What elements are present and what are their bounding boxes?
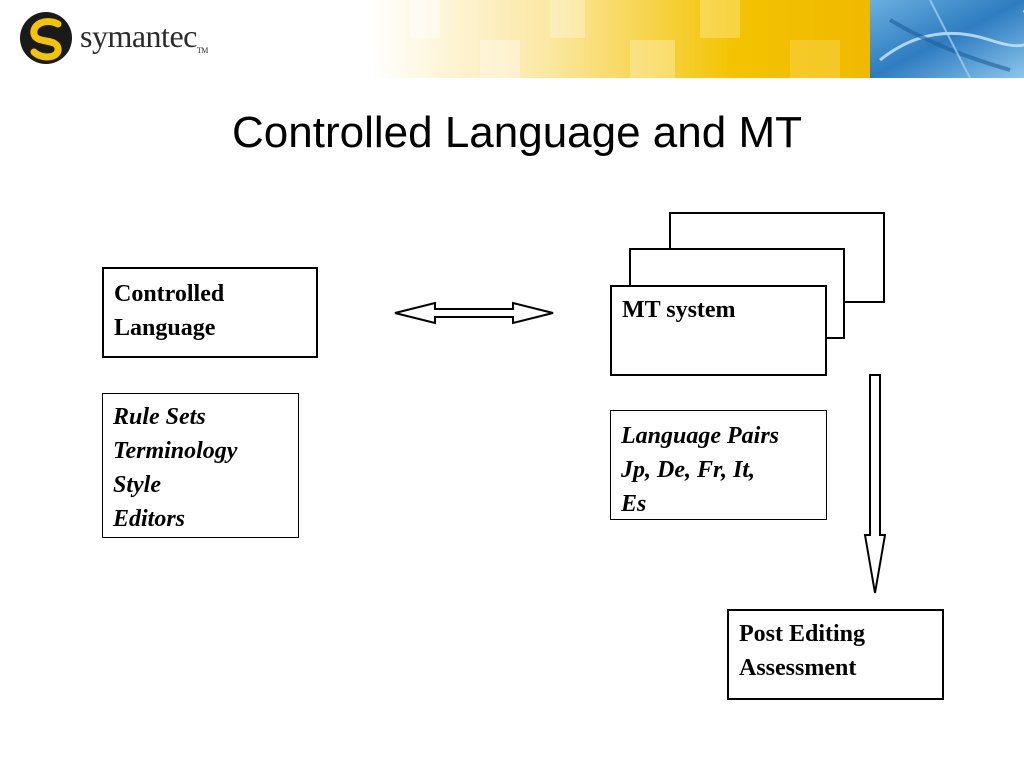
- post-editing-box: Post Editing Assessment: [727, 609, 944, 700]
- symantec-logo: symantecTM: [20, 12, 230, 64]
- logo-tm: TM: [196, 46, 209, 55]
- language-pairs-list: Jp, De, Fr, It,: [621, 457, 756, 483]
- double-arrow-icon: [394, 301, 554, 325]
- language-pairs-list-cont: Es: [621, 491, 647, 517]
- mt-system-box: MT system: [610, 285, 827, 376]
- language-pairs-box: Language Pairs Jp, De, Fr, It, Es: [610, 410, 827, 520]
- logo-wordmark: symantecTM: [80, 18, 208, 55]
- assessment-label: Assessment: [739, 655, 857, 681]
- page-title: Controlled Language and MT: [232, 108, 802, 157]
- down-arrow-icon: [863, 374, 887, 594]
- feature-rule-sets: Rule Sets: [113, 404, 206, 430]
- mt-system-label: MT system: [622, 297, 736, 323]
- cl-features-box: Rule Sets Terminology Style Editors: [102, 393, 299, 538]
- controlled-language-label: Controlled Language: [114, 281, 225, 341]
- controlled-language-box: Controlled Language: [102, 267, 318, 358]
- feature-editors: Editors: [113, 506, 186, 532]
- logo-swirl-icon: [20, 12, 72, 64]
- post-editing-label: Post Editing: [739, 621, 866, 647]
- feature-terminology: Terminology: [113, 438, 238, 464]
- header-banner: [370, 0, 1024, 78]
- feature-style: Style: [113, 472, 161, 498]
- language-pairs-heading: Language Pairs: [621, 423, 780, 449]
